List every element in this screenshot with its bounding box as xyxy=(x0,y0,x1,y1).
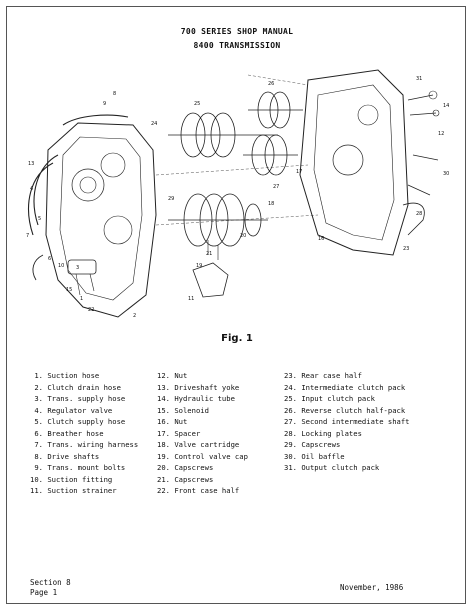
legend-column-3: 23. Rear case half 24. Intermediate clut… xyxy=(278,370,410,474)
callout-3: 3 xyxy=(76,265,79,271)
callout-23: 23 xyxy=(403,246,409,252)
callout-20: 20 xyxy=(240,233,246,239)
control-valve-drawing xyxy=(192,262,229,298)
footer-left: Section 8 Page 1 xyxy=(30,578,71,598)
manual-title: 700 SERIES SHOP MANUAL xyxy=(180,27,294,36)
callout-9: 9 xyxy=(103,101,106,107)
callout-27: 27 xyxy=(273,184,279,190)
callout-4: 4 xyxy=(30,186,33,192)
suction-strainer-drawing xyxy=(67,259,97,275)
legend-item: 10. Suction fitting xyxy=(30,474,113,484)
legend-item: 12. Nut xyxy=(157,371,188,380)
clutch-packs-drawing xyxy=(168,91,303,176)
callout-10: 10 xyxy=(58,263,64,269)
callout-26: 26 xyxy=(268,81,274,87)
callout-22: 22 xyxy=(88,307,94,313)
manual-subtitle: 8400 TRANSMISSION xyxy=(193,41,281,50)
callout-1: 1 xyxy=(80,296,83,302)
callout-2: 2 xyxy=(133,313,136,319)
callout-13: 13 xyxy=(28,161,34,167)
legend-item: 24. Intermediate clutch pack xyxy=(284,382,406,392)
callout-29: 29 xyxy=(168,196,174,202)
legend-item: 1. Suction hose xyxy=(34,371,100,380)
legend-item: 21. Capscrews xyxy=(157,474,214,484)
callout-6: 6 xyxy=(48,256,51,262)
callout-12: 12 xyxy=(438,131,444,137)
callout-31: 31 xyxy=(416,76,422,82)
callout-28: 28 xyxy=(416,211,422,217)
rear-case-half-drawing xyxy=(299,69,409,256)
legend-item: 26. Reverse clutch half-pack xyxy=(284,405,406,415)
legend-column-2: 12. Nut 13. Driveshaft yoke 14. Hydrauli… xyxy=(151,370,248,497)
legend-item: 29. Capscrews xyxy=(284,440,341,450)
legend-item: 11. Suction strainer xyxy=(30,486,117,496)
callout-30: 30 xyxy=(443,171,449,177)
legend-column-1: 1. Suction hose 2. Clutch drain hose 3. … xyxy=(24,370,138,497)
legend-item: 18. Valve cartridge xyxy=(157,440,240,450)
callout-18: 18 xyxy=(268,201,274,207)
legend-item: 7. Trans. wiring harness xyxy=(34,440,139,450)
legend-item: 19. Control valve cap xyxy=(157,451,248,461)
legend-item: 23. Rear case half xyxy=(284,371,362,380)
legend-item: 16. Nut xyxy=(157,417,188,427)
legend-item: 17. Spacer xyxy=(157,428,201,438)
callout-7: 7 xyxy=(26,233,29,239)
callout-16: 16 xyxy=(318,236,324,242)
callout-8: 8 xyxy=(113,91,116,97)
hoses-drawing xyxy=(28,114,129,236)
legend-item: 3. Trans. supply hose xyxy=(34,394,126,404)
callout-19: 19 xyxy=(196,263,202,269)
legend-item: 28. Locking plates xyxy=(284,428,362,438)
callout-5: 5 xyxy=(38,216,41,222)
callout-21: 21 xyxy=(206,251,212,257)
legend-item: 20. Capscrews xyxy=(157,463,214,473)
legend-item: 5. Clutch supply hose xyxy=(34,417,126,427)
page-border xyxy=(6,6,466,604)
legend-item: 8. Drive shafts xyxy=(34,451,100,461)
legend-item: 14. Hydraulic tube xyxy=(157,394,235,404)
callout-24: 24 xyxy=(151,121,157,127)
callout-11: 11 xyxy=(188,296,194,302)
callout-25: 25 xyxy=(194,101,200,107)
exploded-transmission-diagram: 24 25 26 27 17 29 18 20 21 19 13 4 5 7 6… xyxy=(26,69,449,319)
legend-item: 2. Clutch drain hose xyxy=(34,382,121,392)
callout-15: 15 xyxy=(66,287,72,293)
legend-item: 31. Output clutch pack xyxy=(284,463,380,473)
legend-item: 13. Driveshaft yoke xyxy=(157,382,240,392)
front-case-half-drawing xyxy=(45,122,157,318)
figure-caption: Fig. 1 xyxy=(221,333,253,344)
legend-item: 27. Second intermediate shaft xyxy=(284,417,410,427)
legend-item: 22. Front case half xyxy=(157,486,240,496)
callout-17: 17 xyxy=(296,169,302,175)
footer-date: November, 1986 xyxy=(340,583,404,592)
page-number: Page 1 xyxy=(30,588,58,597)
lower-clutch-pack-drawing xyxy=(168,193,268,247)
legend-item: 6. Breather hose xyxy=(34,428,104,438)
callout-14: 14 xyxy=(443,103,449,109)
section-label: Section 8 xyxy=(30,578,71,587)
legend-item: 9. Trans. mount bolts xyxy=(34,463,126,473)
legend-item: 15. Solenoid xyxy=(157,405,209,415)
legend-item: 4. Regulator valve xyxy=(34,405,113,415)
legend-item: 25. Input clutch pack xyxy=(284,394,375,404)
legend-item: 30. Oil baffle xyxy=(284,451,345,461)
